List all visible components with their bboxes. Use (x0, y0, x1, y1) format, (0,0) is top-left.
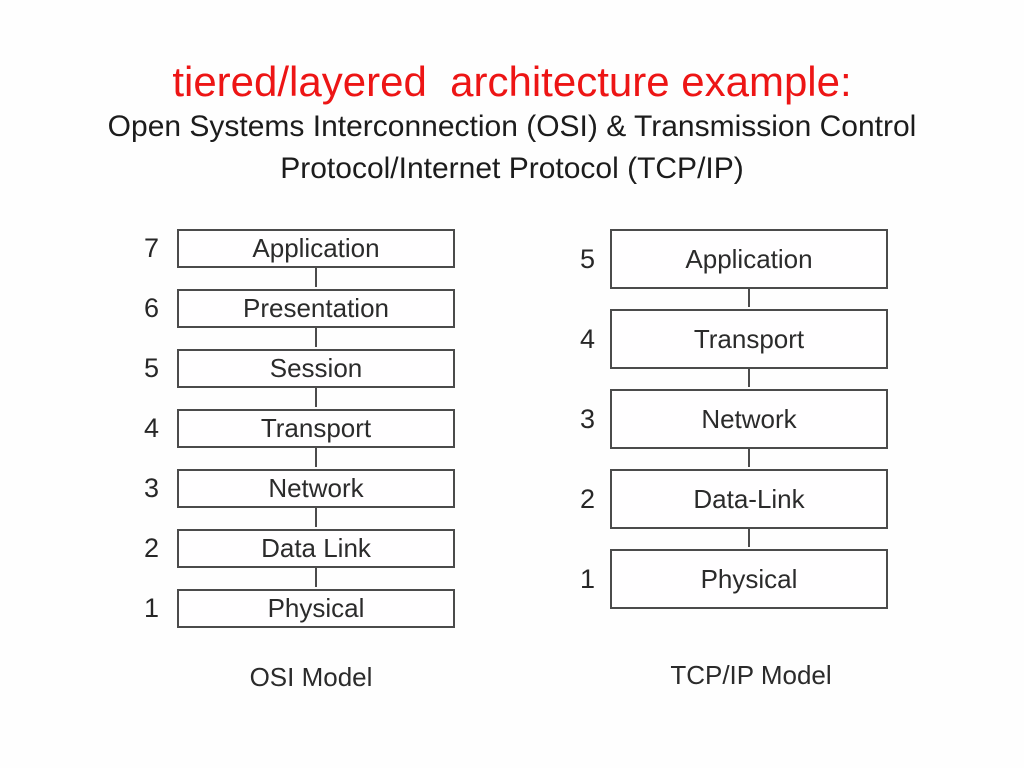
tcpip-layer-label: Application (685, 243, 813, 274)
tcpip-layer-number: 3 (580, 403, 596, 434)
slide-subtitle: Open Systems Interconnection (OSI) & Tra… (0, 106, 1024, 190)
osi-layer-box: Transport (177, 409, 455, 467)
subtitle-line-1: Open Systems Interconnection (OSI) & Tra… (107, 110, 917, 143)
osi-diagram: 7 Application 6 Presentation 5 Session 4… (140, 229, 455, 628)
tcpip-layer-number: 4 (580, 323, 596, 354)
osi-layer-label: Transport (260, 413, 372, 443)
osi-layer-stack: 7 Application 6 Presentation 5 Session 4… (140, 229, 455, 628)
tcpip-layer-label: Network (701, 403, 797, 434)
tcpip-layer-box: Data-Link (610, 469, 888, 547)
osi-layer-label: Physical (267, 593, 365, 623)
tcpip-layer-row: 3 Network (572, 389, 888, 467)
tcpip-layer-box: Network (610, 389, 888, 467)
osi-layer-row: 4 Transport (140, 409, 455, 467)
tcpip-layer-row: 5 Application (572, 229, 888, 307)
osi-layer-number: 7 (144, 233, 160, 263)
osi-layer-number: 3 (144, 473, 160, 503)
osi-layer-number: 2 (144, 533, 160, 563)
tcpip-layer-label: Transport (693, 323, 805, 354)
osi-layer-number: 5 (144, 353, 160, 383)
tcpip-layer-row: 4 Transport (572, 309, 888, 387)
osi-layer-label: Data Link (261, 533, 371, 563)
osi-layer-row: 7 Application (140, 229, 455, 287)
osi-layer-number: 6 (144, 293, 160, 323)
osi-layer-label: Network (268, 473, 364, 503)
tcpip-layer-number: 5 (580, 243, 596, 274)
tcpip-layer-number: 1 (580, 563, 596, 594)
tcpip-layer-box: Physical (610, 549, 888, 609)
osi-layer-number: 1 (144, 593, 160, 623)
osi-layer-box: Application (177, 229, 455, 287)
osi-layer-box: Session (177, 349, 455, 407)
osi-caption: OSI Model (249, 662, 373, 692)
tcpip-layer-row: 1 Physical (572, 549, 888, 609)
tcpip-layer-label: Data-Link (693, 483, 805, 514)
tcpip-layer-box: Application (610, 229, 888, 307)
osi-layer-row: 3 Network (140, 469, 455, 527)
osi-layer-box: Network (177, 469, 455, 527)
tcpip-caption: TCP/IP Model (670, 660, 832, 690)
osi-layer-row: 5 Session (140, 349, 455, 407)
osi-layer-label: Application (252, 233, 380, 263)
tcpip-diagram: 5 Application 4 Transport 3 Network 2 Da… (572, 229, 888, 609)
tcpip-layer-box: Transport (610, 309, 888, 387)
osi-layer-row: 1 Physical (140, 589, 455, 628)
osi-layer-box: Data Link (177, 529, 455, 587)
subtitle-line-2: Protocol/Internet Protocol (TCP/IP) (280, 152, 744, 185)
osi-layer-label: Session (269, 353, 363, 383)
osi-layer-label: Presentation (243, 293, 389, 323)
slide-header: tiered/layered architecture example: Ope… (0, 58, 1024, 190)
tcpip-layer-number: 2 (580, 483, 596, 514)
osi-layer-box: Presentation (177, 289, 455, 347)
tcpip-layer-label: Physical (700, 563, 798, 594)
tcpip-layer-row: 2 Data-Link (572, 469, 888, 547)
osi-layer-row: 6 Presentation (140, 289, 455, 347)
osi-layer-row: 2 Data Link (140, 529, 455, 587)
slide-title: tiered/layered architecture example: (172, 58, 852, 105)
osi-layer-box: Physical (177, 589, 455, 628)
osi-layer-number: 4 (144, 413, 160, 443)
tcpip-layer-stack: 5 Application 4 Transport 3 Network 2 Da… (572, 229, 888, 609)
